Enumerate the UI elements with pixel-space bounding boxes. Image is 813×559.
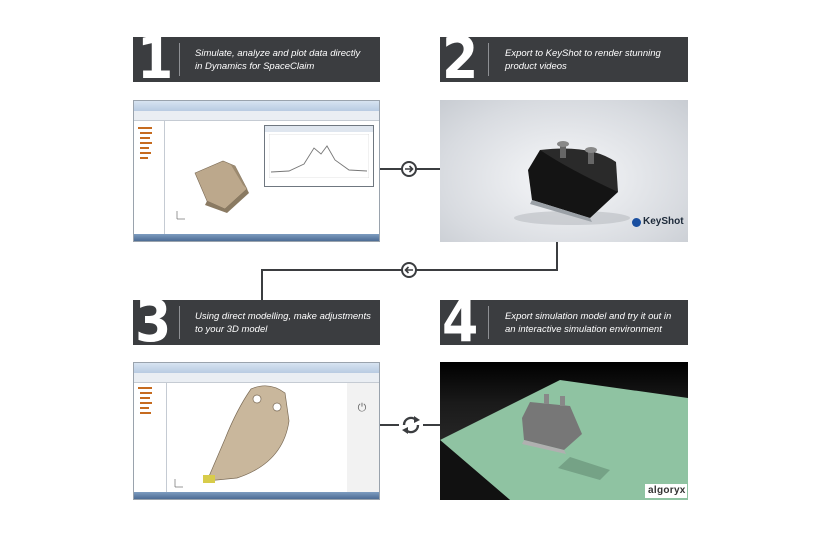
step-2-text: Export to KeyShot to render stunning pro… bbox=[505, 48, 661, 72]
step-3-number: 3 bbox=[135, 287, 172, 355]
simulation-scene bbox=[440, 380, 688, 500]
step-4-text: Export simulation model and try it out i… bbox=[505, 311, 672, 335]
step-3-divider bbox=[179, 306, 180, 339]
keyshot-logo: KeyShot bbox=[632, 216, 686, 230]
arrow-right-circle-icon bbox=[401, 161, 417, 177]
structure-tree-panel bbox=[134, 383, 167, 492]
algoryx-logo: algoryx bbox=[645, 484, 687, 498]
step-2-number: 2 bbox=[442, 24, 479, 92]
windows-taskbar bbox=[134, 492, 379, 499]
connector-3-up bbox=[261, 270, 263, 300]
step-4-header: 4 Export simulation model and try it out… bbox=[440, 292, 688, 350]
rendered-bucket bbox=[514, 141, 630, 225]
window-titlebar bbox=[134, 363, 379, 373]
step-2-header: 2 Export to KeyShot to render stunning p… bbox=[440, 29, 688, 87]
step-4-divider bbox=[488, 306, 489, 339]
ribbon-toolbar bbox=[134, 373, 379, 383]
windows-taskbar bbox=[134, 234, 379, 241]
algoryx-simulation-screenshot: algoryx bbox=[440, 362, 688, 500]
algoryx-logo-text: algoryx bbox=[648, 485, 686, 496]
spaceclaim-plot-screenshot bbox=[133, 100, 380, 242]
spaceclaim-modelling-screenshot: ⏻ bbox=[133, 362, 380, 500]
step-1-text: Simulate, analyze and plot data directly… bbox=[195, 48, 361, 72]
power-button-icon: ⏻ bbox=[357, 401, 367, 414]
refresh-cycle-icon bbox=[399, 414, 423, 436]
keyshot-logo-icon bbox=[632, 218, 641, 227]
plot-curve bbox=[269, 134, 369, 178]
window-titlebar bbox=[134, 101, 379, 111]
plot-window bbox=[264, 125, 374, 187]
ribbon-toolbar bbox=[134, 111, 379, 121]
step-1-header: 1 Simulate, analyze and plot data direct… bbox=[133, 29, 380, 87]
step-1-number: 1 bbox=[137, 24, 174, 92]
arrow-left-circle-icon bbox=[401, 262, 417, 278]
step-3-text: Using direct modelling, make adjustments… bbox=[195, 311, 371, 335]
bucket-sideview-viewport bbox=[167, 383, 347, 494]
step-3-header: 3 Using direct modelling, make adjustmen… bbox=[133, 292, 380, 350]
structure-tree-panel bbox=[134, 121, 165, 234]
step-1-divider bbox=[179, 43, 180, 76]
step-2-divider bbox=[488, 43, 489, 76]
step-4-number: 4 bbox=[442, 287, 479, 355]
keyshot-render-screenshot: KeyShot bbox=[440, 100, 688, 242]
keyshot-logo-text: KeyShot bbox=[643, 216, 684, 227]
connector-2-down bbox=[556, 242, 558, 270]
